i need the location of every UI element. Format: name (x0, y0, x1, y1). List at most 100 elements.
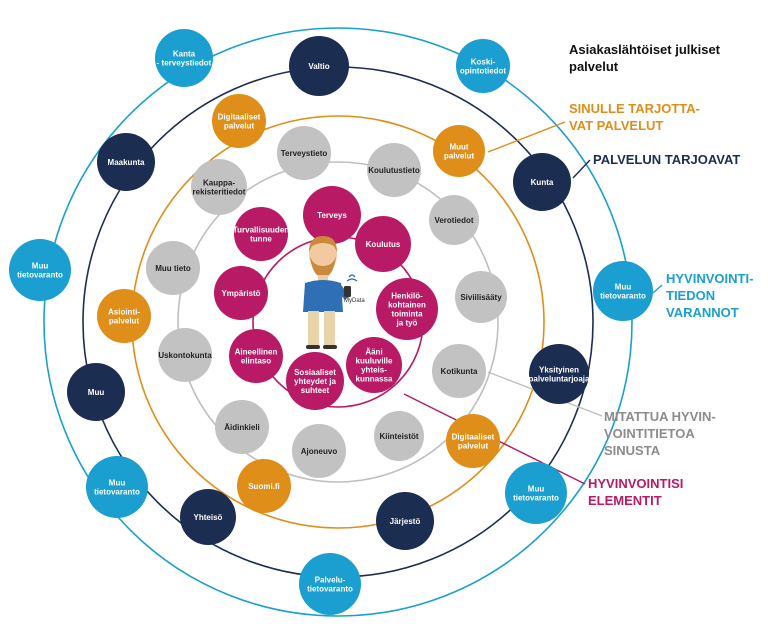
connector-offered (487, 121, 566, 153)
node-circle (303, 186, 361, 244)
node-label: Terveystieto (281, 149, 328, 158)
person-shoe-right (323, 345, 337, 349)
legend-elements-line1: HYVINVOINTISI (588, 476, 683, 491)
legend-providers: PALVELUN TARJOAVAT (593, 152, 740, 167)
node-label-line: rekisteritiedot (193, 188, 246, 197)
node-circle (429, 195, 479, 245)
node-label-line: Muu (615, 283, 632, 292)
node-label-line: palvelut (458, 442, 489, 451)
node-label-line: kunnassa (356, 375, 393, 384)
node-label-line: Yksityinen (539, 366, 579, 375)
node-label-line: Maakunta (108, 158, 145, 167)
node-circle (229, 329, 283, 383)
node-label-line: Koulutus (366, 240, 401, 249)
node-kotikunta: Kotikunta (432, 344, 486, 398)
node-circle (180, 489, 236, 545)
person-icon: MyData (303, 236, 365, 349)
signal-icon (346, 274, 358, 282)
node-label-line: opintotiedot (460, 67, 507, 76)
legend-offered-line1: SINULLE TARJOTTA- (569, 101, 700, 116)
ring-outer-teal (43, 27, 633, 617)
node-label-line: Yhteisö (194, 513, 223, 522)
node-label: Maakunta (108, 158, 145, 167)
node-asiointi: Asiointi-palvelut (97, 289, 151, 343)
node-jarjesto: Järjestö (376, 492, 434, 550)
node-circle (215, 400, 269, 454)
node-circle (234, 207, 288, 261)
node-terveystieto: Terveystieto (277, 126, 331, 180)
node-label-line: Kiinteistöt (379, 432, 418, 441)
node-circle (97, 289, 151, 343)
person-shirt (303, 280, 343, 312)
node-circle (376, 492, 434, 550)
node-yhteiso: Yhteisö (180, 489, 236, 545)
node-label-line: Muut (449, 143, 468, 152)
legend-stores-line1: HYVINVOINTI- (666, 271, 753, 286)
node-label-line: yhteis- (361, 366, 387, 375)
node-palvelu: Palvelu-tietovaranto (299, 553, 361, 615)
node-label-line: Ääni (365, 348, 382, 357)
node-label-line: Henkilö- (391, 292, 423, 301)
legend-stores-line2: TIEDON (666, 288, 715, 303)
node-circle (277, 126, 331, 180)
node-valtio: Valtio (289, 36, 349, 96)
node-label: Asiointi-palvelut (108, 308, 140, 326)
node-circle (593, 261, 653, 321)
node-label: Ympäristö (221, 289, 260, 298)
node-label-line: tietovaranto (600, 292, 646, 301)
node-uskontokunta: Uskontokunta (158, 328, 212, 382)
legend-measured: MITATTUA HYVIN- VOINTITIETOA SINUSTA (604, 409, 719, 458)
node-label-line: toiminta (391, 310, 423, 319)
node-label-line: Kotikunta (441, 367, 478, 376)
node-kunta: Kunta (513, 153, 571, 211)
node-label-line: Sosiaaliset (294, 368, 336, 377)
node-circle (505, 462, 567, 524)
node-label-line: Terveystieto (281, 149, 328, 158)
node-label-line: Kanta (173, 50, 196, 59)
legend-measured-line3: SINUSTA (604, 443, 661, 458)
legend-stores-line3: VARANNOT (666, 305, 739, 320)
legend-title-line2: palvelut (569, 59, 619, 74)
node-label: Kunta (531, 178, 554, 187)
node-label: Kotikunta (441, 367, 478, 376)
node-label-line: Järjestö (390, 517, 421, 526)
node-label-line: - terveystiedot (157, 59, 212, 68)
legend-offered-line2: VAT PALVELUT (569, 118, 663, 133)
node-label: Kiinteistöt (379, 432, 418, 441)
node-label-line: elintaso (241, 357, 271, 366)
node-circle (286, 352, 344, 410)
node-muu: Muu (67, 363, 125, 421)
node-label: Muu tieto (155, 264, 191, 273)
node-label: Koski-opintotiedot (460, 58, 507, 76)
node-label-line: Palvelu- (315, 576, 346, 585)
node-label: Koulutustieto (368, 166, 420, 175)
person-leg-right (324, 311, 335, 346)
node-label: Uskontokunta (158, 351, 212, 360)
node-circle (355, 216, 411, 272)
node-label-line: palvelut (109, 317, 140, 326)
person-head (309, 239, 337, 271)
node-circle (446, 414, 500, 468)
connector-stores (652, 284, 663, 294)
node-circle (191, 159, 247, 215)
node-circle (513, 153, 571, 211)
phone-icon (344, 286, 351, 297)
node-label-line: Valtio (308, 62, 329, 71)
node-label: Valtio (308, 62, 329, 71)
node-label-line: kohtainen (388, 301, 426, 310)
node-label-line: palvelut (444, 152, 475, 161)
